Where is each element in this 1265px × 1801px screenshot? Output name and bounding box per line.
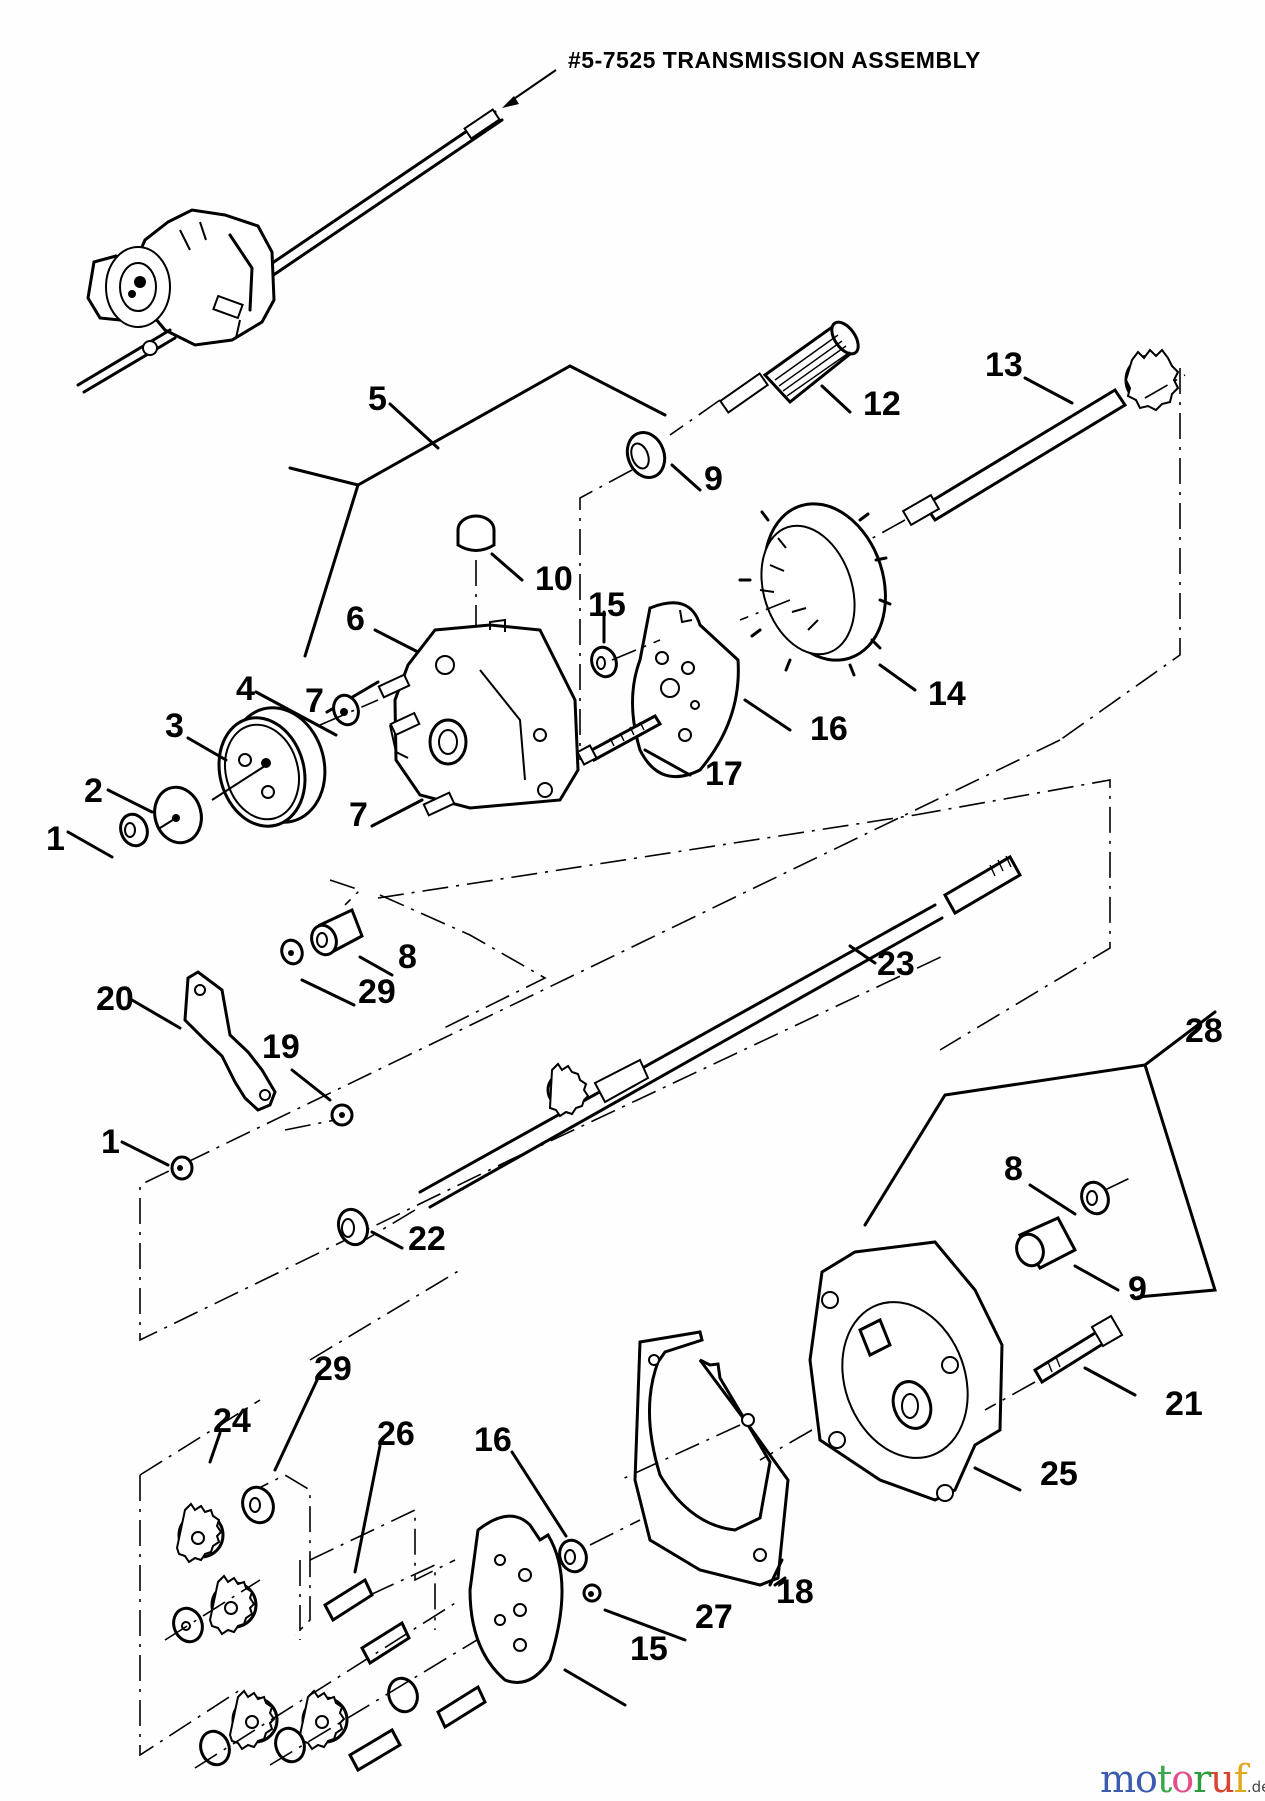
watermark-suffix: .de [1246,1778,1265,1796]
callout-8-upper: 29 [358,973,396,1011]
callout-14: 14 [928,675,966,713]
callout-1-lower: 1 [101,1123,120,1161]
part-10-bearing [579,431,702,760]
callout-15-lower: 15 [630,1630,668,1668]
transmission-assembly-illustration [76,108,504,394]
part-11-cap [456,514,524,640]
watermark-letter: o [1135,1757,1158,1801]
shaft-23-dashed-box [139,739,1111,1342]
part-8-9-bushing-lower [1015,1177,1131,1292]
part-16-washer-upper [590,610,618,679]
callout-7-lower: 7 [349,796,368,834]
part-18-gasket [619,1330,790,1587]
part-23-output-shaft [364,854,1023,1241]
watermark-letter: u [1210,1757,1235,1801]
part-2-washer [106,785,203,845]
callout-11: 10 [535,560,573,598]
callout-25: 29 [314,1350,352,1388]
watermark-letter: r [1193,1757,1211,1801]
callout-1-upper: 1 [46,820,65,858]
callout-6: 6 [346,600,365,638]
part-6-housing [373,618,580,810]
callout-18: 18 [776,1573,814,1611]
part-16-washer-lower [510,1450,641,1574]
part-15-carrier-plate-upper [611,601,792,779]
callout-26: 26 [377,1415,415,1453]
part-29-housing [759,1240,1022,1502]
callout-3: 3 [165,707,184,745]
callout-7-upper: 7 [305,682,324,720]
watermark-letter: t [1156,1757,1172,1801]
callout-13: 13 [985,346,1023,384]
part-21-bolt [984,1314,1137,1411]
callout-12: 12 [863,385,901,423]
callout-8-lower: 8 [1004,1150,1023,1188]
watermark-letter: o [1171,1757,1194,1801]
callout-9-lower: 9 [1128,1270,1147,1308]
callout-19: 19 [262,1028,300,1066]
part-19-star-washer [284,1068,354,1131]
callout-9-upper: 8 [398,938,417,976]
watermark-letter: f [1233,1757,1248,1801]
part-20-lever [130,970,277,1112]
part-12-spline-coupling [669,320,860,436]
bracket-group-28 [863,1010,1217,1299]
callout-15-upper: 16 [810,710,848,748]
part-25-bushing [241,1376,320,1525]
callout-2: 2 [84,772,103,810]
part-14-ring-gear [738,502,917,692]
part-22-bushing [336,1207,404,1250]
callout-28: 28 [1185,1012,1223,1050]
title-arrow [502,69,557,108]
callout-27: 27 [695,1598,733,1636]
part-13-pinion-shaft [859,348,1186,741]
part-1-nut-lower [120,1140,194,1181]
part-27-nut [582,1583,687,1642]
assembly-title: #5-7525 TRANSMISSION ASSEMBLY [568,47,981,73]
watermark-letter: m [1100,1757,1136,1801]
watermark-logo: motoruf.de [1100,1757,1265,1801]
part-26-pins [323,1444,487,1773]
callout-24: 24 [213,1402,251,1440]
part-8-9-bushing-upper [280,879,547,1031]
callout-17: 17 [705,755,743,793]
callout-4: 4 [236,670,255,708]
bracket-group-5 [288,364,667,658]
callout-10: 9 [704,460,723,498]
planet-gears-lower [164,1574,511,1769]
part-3-pulley [186,706,327,828]
callout-5: 5 [368,380,387,418]
callout-29: 25 [1040,1455,1078,1493]
part-1-nut-upper [66,812,149,859]
callout-22: 22 [408,1220,446,1258]
callout-16-upper: 15 [588,586,626,624]
part-24-planet-gear [175,1431,225,1564]
callout-23: 23 [877,945,915,983]
part-15-carrier-plate-lower [468,1514,627,1707]
callout-20: 20 [96,980,134,1018]
part-17-bolt [576,714,692,777]
callout-16-lower: 16 [474,1421,512,1459]
callout-21: 21 [1165,1385,1203,1423]
